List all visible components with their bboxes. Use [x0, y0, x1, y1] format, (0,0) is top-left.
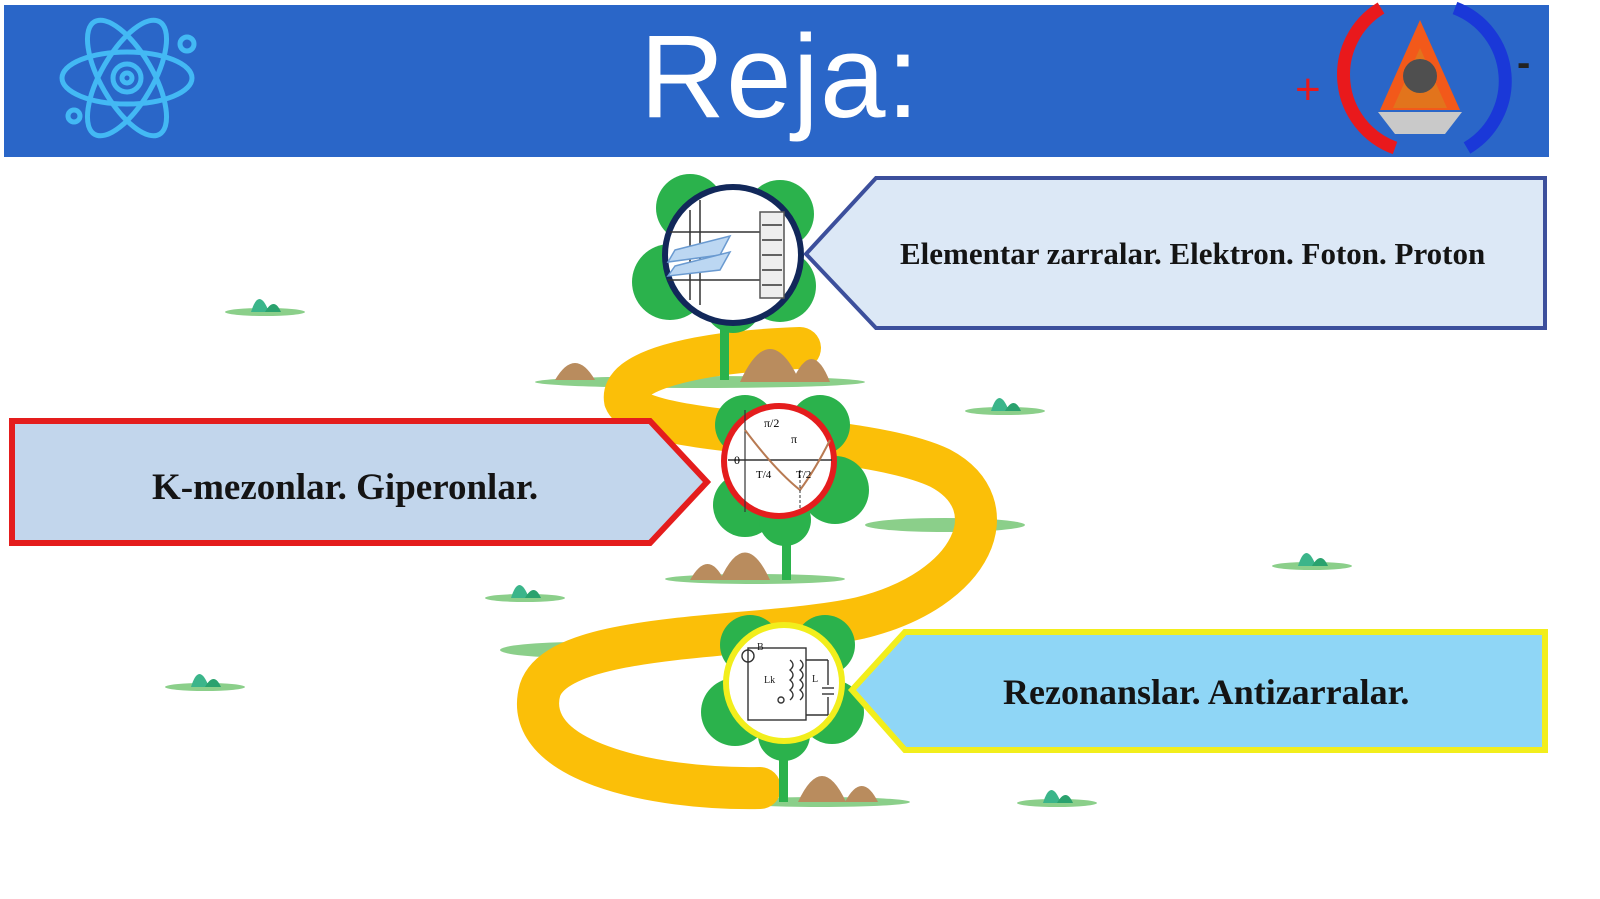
wave-graph-icon: π/2 π 0 T/4 T/2	[728, 410, 832, 512]
grass-tuft	[965, 398, 1045, 415]
ground-strip	[865, 518, 1025, 532]
plan-item-1-callout	[803, 176, 1547, 330]
atom-icon	[59, 17, 197, 139]
plan-item-2-callout	[9, 418, 712, 546]
page-title: Reja:	[639, 11, 921, 143]
graph-label-zero: 0	[734, 453, 740, 467]
circuit-label-b: B	[757, 642, 764, 653]
grass-tufts	[165, 299, 1352, 807]
plan-item-1-text: Elementar zarralar. Elektron. Foton. Pro…	[900, 236, 1486, 271]
grass-tuft	[1272, 553, 1352, 570]
graph-label-half-pi: π/2	[764, 416, 779, 430]
grass-tuft	[165, 674, 245, 691]
plan-item-3-text: Rezonanslar. Antizarralar.	[1003, 672, 1410, 712]
grass-tuft	[1017, 790, 1097, 807]
optics-diagram-icon	[666, 200, 785, 305]
tree-2: π/2 π 0 T/4 T/2	[713, 395, 869, 580]
tree-1	[632, 174, 816, 380]
plan-item-2-text: K-mezonlar. Giperonlar.	[152, 467, 539, 508]
graph-label-t4: T/4	[756, 469, 772, 481]
plan-item-3-callout	[847, 629, 1548, 753]
circuit-label-lk: Lk	[764, 675, 775, 686]
minus-sign: -	[1517, 41, 1530, 85]
roadmap-scene: π/2 π 0 T/4 T/2 B L Lk	[9, 174, 1548, 810]
tree-3: B L Lk	[701, 615, 864, 802]
hills	[555, 349, 878, 802]
graph-label-t2: T/2	[796, 469, 811, 481]
circuit-label-l: L	[812, 674, 818, 685]
circuit-diagram-icon: B L Lk	[741, 642, 834, 721]
grass-tuft	[485, 585, 565, 602]
header-bar	[4, 5, 1549, 157]
grass-tuft	[225, 299, 305, 316]
particle-logo-icon: + -	[1295, 1, 1530, 155]
plus-sign: +	[1295, 65, 1321, 114]
graph-label-pi: π	[791, 432, 797, 446]
winding-road	[517, 327, 997, 810]
